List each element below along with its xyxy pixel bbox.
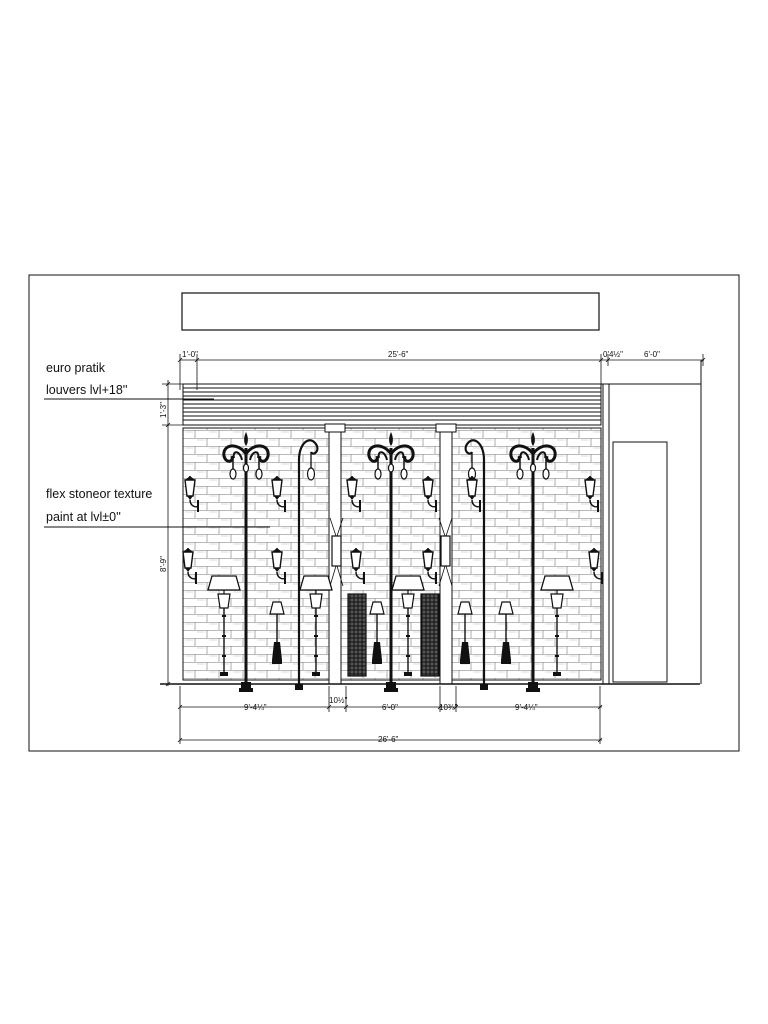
- dim-left-height: 8'-9": [159, 556, 168, 572]
- column-left: [324, 423, 346, 685]
- dim-left-louver: 1'-3": [159, 402, 168, 418]
- door-grille-right: [420, 593, 440, 677]
- title-box: [181, 292, 600, 331]
- sheet-border: [28, 274, 740, 752]
- louver-band: [182, 383, 602, 426]
- bottom-dimension-lines: [177, 686, 603, 744]
- door-grille-left: [347, 593, 367, 677]
- dim-bottom-mid: 6'-0": [382, 703, 398, 712]
- dim-top-left: 1'-0": [182, 350, 198, 359]
- dim-top-right: 6'-0": [644, 350, 660, 359]
- dim-top-main: 25'-6": [388, 350, 409, 359]
- texture-note-line2: paint at lvl±0'': [46, 510, 121, 524]
- top-dimension-line: [177, 354, 706, 390]
- right-side-structure: [601, 360, 702, 684]
- louver-note-line2: louvers lvl+18'': [46, 383, 128, 397]
- dim-top-small: 0'4½": [603, 350, 623, 359]
- dim-bottom-col2: 10¾": [439, 703, 458, 712]
- dim-bottom-total: 26'-6": [378, 735, 399, 744]
- louver-note-line1: euro pratik: [46, 361, 106, 375]
- column-right: [435, 423, 457, 685]
- dim-bottom-seg3: 9'-4¼": [515, 703, 538, 712]
- dim-bottom-seg1: 9'-4¼": [244, 703, 267, 712]
- texture-note: flex stoneor texture paint at lvl±0'': [44, 487, 270, 528]
- left-dimension-line: [162, 380, 183, 687]
- louver-note: euro pratik louvers lvl+18'': [44, 361, 214, 400]
- dim-bottom-col1: 10½": [329, 696, 348, 705]
- texture-note-line1: flex stoneor texture: [46, 487, 152, 501]
